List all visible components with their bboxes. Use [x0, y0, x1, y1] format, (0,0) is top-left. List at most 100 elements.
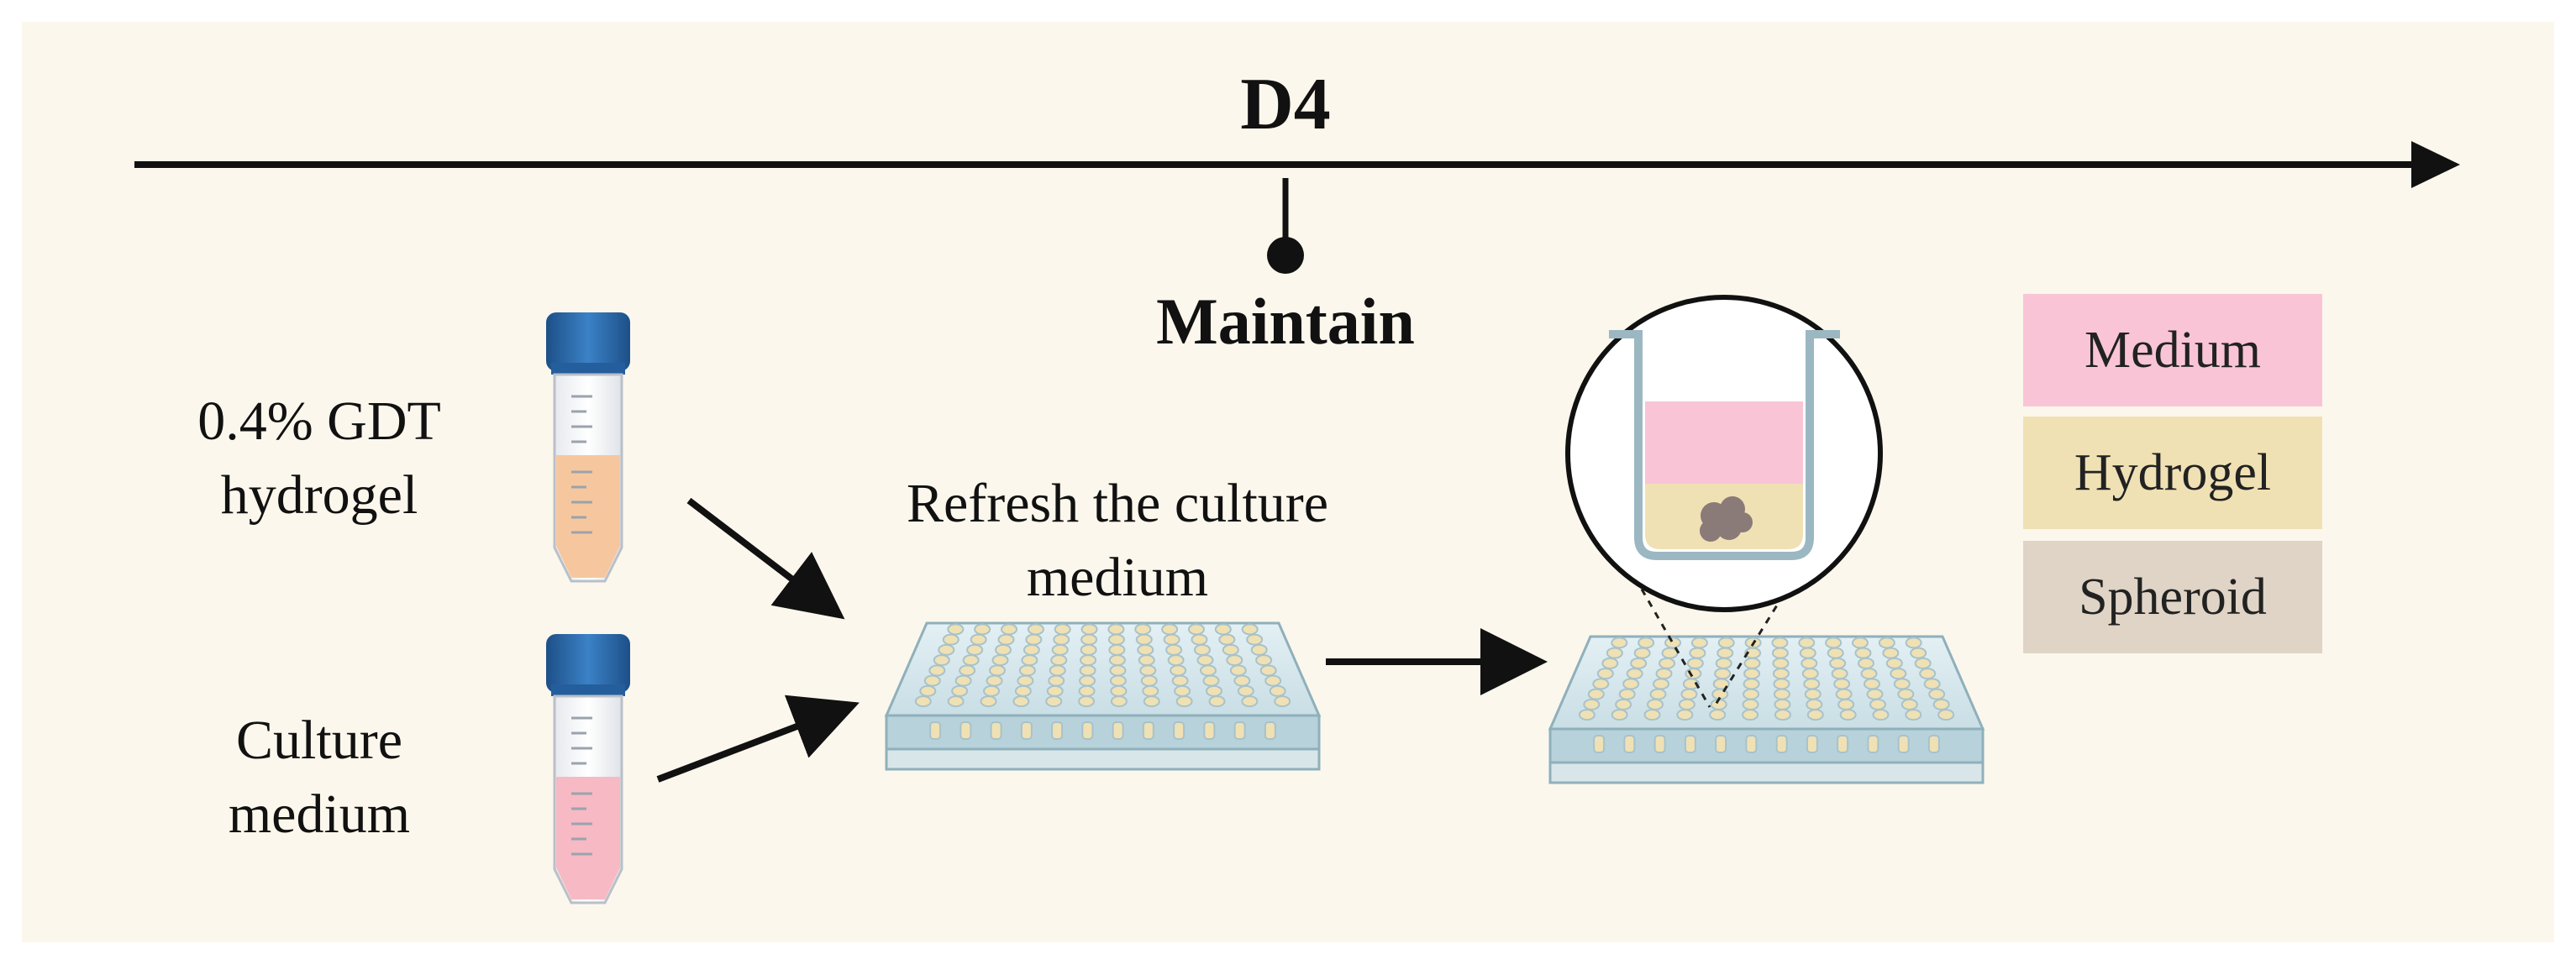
plate-well: [1743, 668, 1761, 680]
plate-well: [1048, 674, 1065, 687]
hydrogel-tube-icon: [546, 312, 630, 583]
plate-well: [1653, 678, 1670, 690]
plate-well: [1229, 664, 1247, 677]
plate-well: [1226, 654, 1243, 667]
plate-well: [1110, 695, 1128, 708]
plate-well: [1878, 637, 1895, 649]
plate-well: [954, 674, 972, 687]
plate-well: [1142, 684, 1159, 697]
plate-well: [1054, 623, 1071, 636]
plate-well: [1928, 688, 1946, 700]
plate-well: [1837, 698, 1855, 710]
plate-well-bottom: [1593, 735, 1606, 753]
plate-well: [1021, 654, 1038, 667]
plate-well: [1587, 688, 1605, 700]
hydrogel-label: 0.4% GDT hydrogel: [197, 391, 441, 526]
plate-well: [1108, 643, 1126, 656]
plate-well: [1139, 664, 1157, 677]
plate-well: [1241, 695, 1259, 708]
plate-well: [919, 684, 937, 697]
plate-well: [1137, 643, 1154, 656]
plate-well-bottom: [929, 721, 942, 740]
plate-well: [1140, 674, 1158, 687]
plate-well: [1233, 674, 1251, 687]
medium-arrow-icon: [656, 695, 860, 783]
plate-well: [1827, 647, 1844, 659]
plate-well: [1606, 647, 1623, 659]
plate-well: [1611, 709, 1628, 721]
legend-hydrogel: Hydrogel: [2023, 417, 2322, 529]
plate-well: [1202, 674, 1220, 687]
plate-well: [1255, 654, 1273, 667]
plate-well: [1743, 657, 1761, 669]
plate-well: [1196, 654, 1214, 667]
plate-well: [1869, 698, 1886, 710]
plate-well: [933, 654, 950, 667]
plate-well-bottom: [1927, 735, 1940, 753]
plate-well: [1109, 664, 1127, 677]
plate-well: [1138, 654, 1155, 667]
plate-well: [1014, 684, 1032, 697]
plate-well: [1798, 637, 1816, 649]
legend-hydrogel-label: Hydrogel: [2074, 443, 2272, 501]
medium-tube-icon: [546, 634, 630, 904]
plate-well: [1108, 654, 1126, 667]
medium-label: Culture medium: [228, 710, 411, 845]
plate-well: [1018, 664, 1036, 677]
plate-well: [1205, 684, 1222, 697]
plate-well: [1259, 664, 1277, 677]
plate-well: [1893, 678, 1911, 690]
plate-well: [1187, 623, 1205, 636]
step-label: Refresh the culture medium: [906, 473, 1329, 608]
plate-well-bottom: [1081, 721, 1094, 740]
plate-well: [1774, 709, 1791, 721]
plate-well-bottom: [1051, 721, 1064, 740]
plate-well: [1045, 695, 1063, 708]
plate-well: [1885, 657, 1903, 669]
well-plate-icon: [884, 621, 1322, 771]
plate-well: [947, 695, 965, 708]
legend-spheroid-label: Spheroid: [2079, 568, 2267, 626]
plate-well: [1214, 623, 1232, 636]
plate-well: [997, 633, 1015, 646]
plate-well: [966, 643, 984, 656]
plate-well: [938, 643, 955, 656]
plate-well: [1027, 623, 1044, 636]
plate-well: [1615, 698, 1632, 710]
plate-well: [1678, 698, 1695, 710]
plate-well: [1269, 684, 1286, 697]
plate-well: [1578, 709, 1596, 721]
plate-well: [1771, 647, 1789, 659]
plate-well: [1689, 647, 1706, 659]
plate-well: [1050, 654, 1068, 667]
plate-well: [1774, 698, 1791, 710]
plate-well: [1890, 668, 1907, 680]
plate-well: [1664, 637, 1682, 649]
plate-well-bottom: [959, 721, 972, 740]
plate-well: [1900, 698, 1918, 710]
plate-well: [1854, 647, 1872, 659]
plate-well: [1897, 688, 1915, 700]
plate-well: [1078, 695, 1096, 708]
plate-well: [1246, 633, 1264, 646]
plate-well: [1742, 698, 1759, 710]
plate-well: [1622, 678, 1640, 690]
plate-well: [1685, 668, 1702, 680]
plate-well: [1596, 668, 1614, 680]
plate-well-bottom: [1264, 721, 1276, 740]
timeline-marker-icon: [1267, 178, 1304, 274]
plate-well: [1222, 643, 1239, 656]
plate-well-bottom: [1653, 735, 1666, 753]
plate-well: [1193, 643, 1211, 656]
plate-well-bottom: [1173, 721, 1185, 740]
plate-well: [1690, 637, 1708, 649]
plate-well-bottom: [990, 721, 1002, 740]
plate-well: [1649, 688, 1667, 700]
well-zoom-icon: [1565, 295, 1883, 612]
plate-well: [1804, 688, 1822, 700]
plate-well: [951, 684, 969, 697]
plate-well-bottom: [1775, 735, 1788, 753]
plate-well: [1771, 637, 1789, 649]
timeline-arrow-icon: [134, 141, 2460, 188]
